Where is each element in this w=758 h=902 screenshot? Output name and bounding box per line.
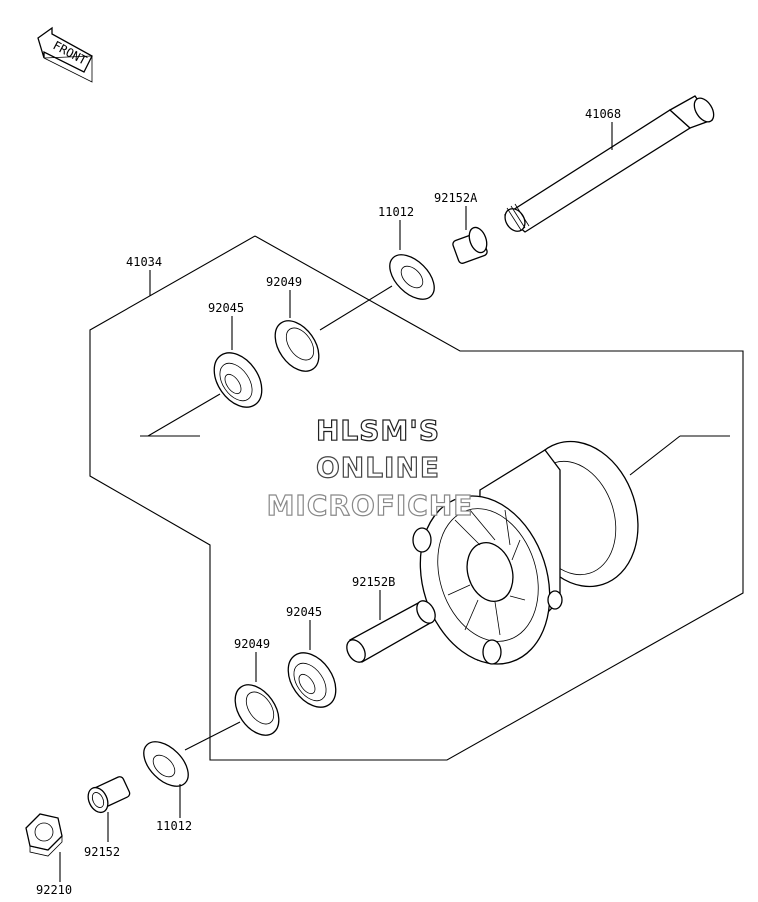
label-oil-seal-top: 92049 [266, 275, 302, 289]
axis-line-top [319, 285, 393, 331]
watermark-line1: HLSM'S [316, 414, 440, 447]
label-oil-seal-bottom: 92049 [234, 637, 270, 651]
axis-line-bottom [184, 721, 241, 751]
axle-part [503, 95, 715, 233]
front-arrow-icon: FRONT [37, 26, 93, 83]
hub-assembly-outline [89, 235, 744, 761]
oil-seal-top-part [274, 320, 320, 372]
label-bearing-top: 92045 [208, 301, 244, 315]
axis-line-bearing [147, 393, 221, 437]
label-hub-assembly: 41034 [126, 255, 162, 269]
label-nut: 92210 [36, 883, 72, 897]
axis-line-hub [629, 435, 681, 476]
collar-part [87, 776, 131, 814]
label-seal-top: 11012 [378, 205, 414, 219]
label-axle: 41068 [585, 107, 621, 121]
nut-part [25, 813, 63, 857]
collar-a-part [452, 226, 488, 264]
seal-bottom-part [143, 741, 189, 787]
wheel-hub-part [412, 440, 639, 665]
spacer-b-part [346, 600, 436, 663]
label-collar-a: 92152A [434, 191, 478, 205]
watermark-line3: MICROFICHE [267, 489, 474, 522]
bearing-top-part [213, 352, 263, 408]
label-seal-bottom: 11012 [156, 819, 192, 833]
label-collar: 92152 [84, 845, 120, 859]
seal-top-part [389, 254, 435, 300]
label-bearing-bottom: 92045 [286, 605, 322, 619]
bearing-bottom-part [287, 652, 337, 708]
label-spacer-b: 92152B [352, 575, 395, 589]
oil-seal-bottom-part [234, 684, 280, 736]
watermark-line2: ONLINE [316, 451, 440, 484]
